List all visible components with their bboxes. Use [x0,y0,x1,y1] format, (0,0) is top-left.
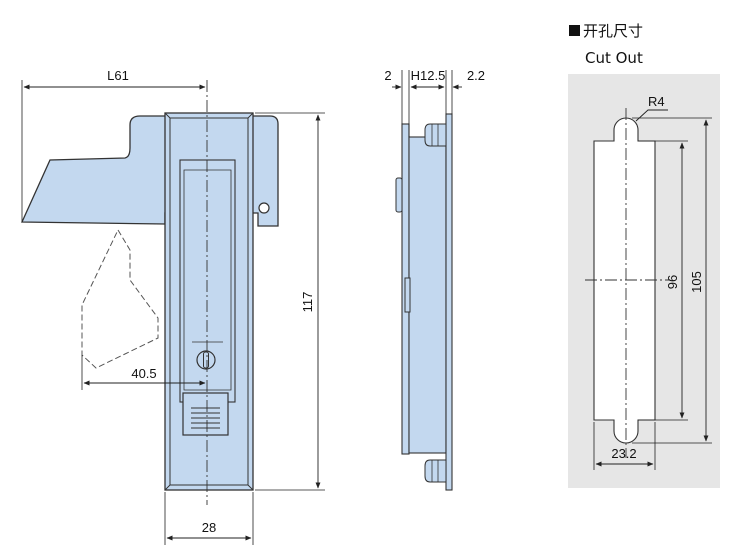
side-screw-top [424,123,447,147]
dim-105-ext [632,117,712,444]
side-screw-bottom [424,459,447,483]
dim-96-label: 96 [665,275,680,289]
side-latch [404,277,411,313]
dim-l61-label: L61 [107,68,129,83]
key-slot [203,351,209,369]
dim-r4-label: R4 [648,94,665,109]
side-screw-bottom-lines [431,460,439,482]
dim-h12-5-label: H12.5 [411,68,446,83]
cutout-section: 开孔尺寸 Cut Out R4 96 105 23.2 [568,22,720,488]
dim-105-label: 105 [689,271,704,293]
dim-2-label: 2 [384,68,391,83]
dim-117-ext [255,112,325,491]
cutout-title-en: Cut Out [585,49,643,67]
side-screw-top-lines [431,124,439,146]
dim-23-2-ext [593,422,656,470]
push-button-ribs [191,407,220,429]
black-square-icon [569,25,580,36]
dim-2-2-label: 2.2 [467,68,485,83]
housing-corner-lines [164,112,254,491]
side-view: 2 H12.5 2.2 [384,68,485,491]
dim-117-label: 117 [300,292,315,313]
housing-inner-rim [169,117,249,486]
dim-28-ext [164,492,254,545]
dim-r4-leader [635,109,668,122]
front-view: L61 40.5 117 28 [20,68,325,545]
cutout-opening [593,117,656,444]
dim-23-2-label: 23.2 [611,446,636,461]
handle-grip [183,169,232,391]
handle-swing-outline [81,228,159,369]
cutout-title-cn: 开孔尺寸 [583,22,643,40]
dim-96-ext [638,140,688,421]
side-flange [445,113,453,491]
push-button [182,392,229,436]
dim-28-label: 28 [202,520,216,535]
side-dim-ext-lines [401,70,453,137]
side-body [408,136,447,454]
dim-40-5-label: 40.5 [131,366,156,381]
side-knob [395,177,403,213]
key-lock [196,350,216,370]
mounting-hole [258,202,270,214]
